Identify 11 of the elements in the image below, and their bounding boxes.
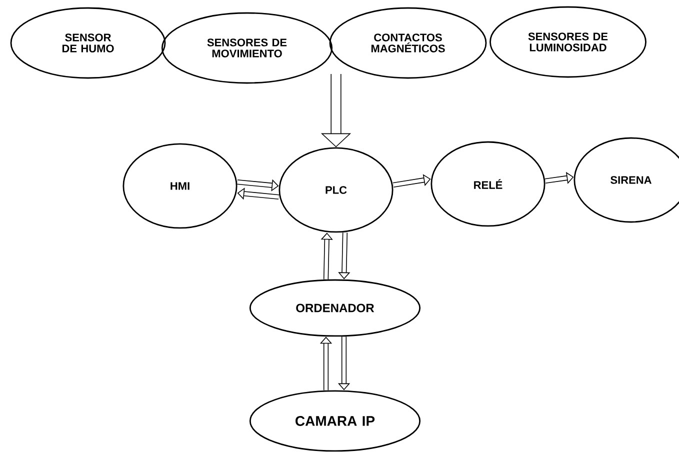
ellipse-node: SENSORES DE LUMINOSIDAD	[490, 6, 646, 78]
block-arrow	[392, 174, 431, 188]
ellipse-node: PLC	[278, 147, 394, 233]
ellipse-node: SENSORES DE MOVIMIENTO	[161, 12, 333, 84]
ellipse-node: CONTACTOS MAGNÉTICOS	[329, 7, 487, 79]
ellipse-node: CAMARA IP	[249, 390, 421, 452]
ellipse-node: RELÉ	[430, 141, 546, 227]
block-arrow	[544, 172, 574, 184]
ellipse-node: ORDENADOR	[249, 279, 421, 337]
ellipse-node: SENSOR DE HUMO	[10, 7, 166, 79]
ellipse-node: HMI	[122, 143, 238, 229]
